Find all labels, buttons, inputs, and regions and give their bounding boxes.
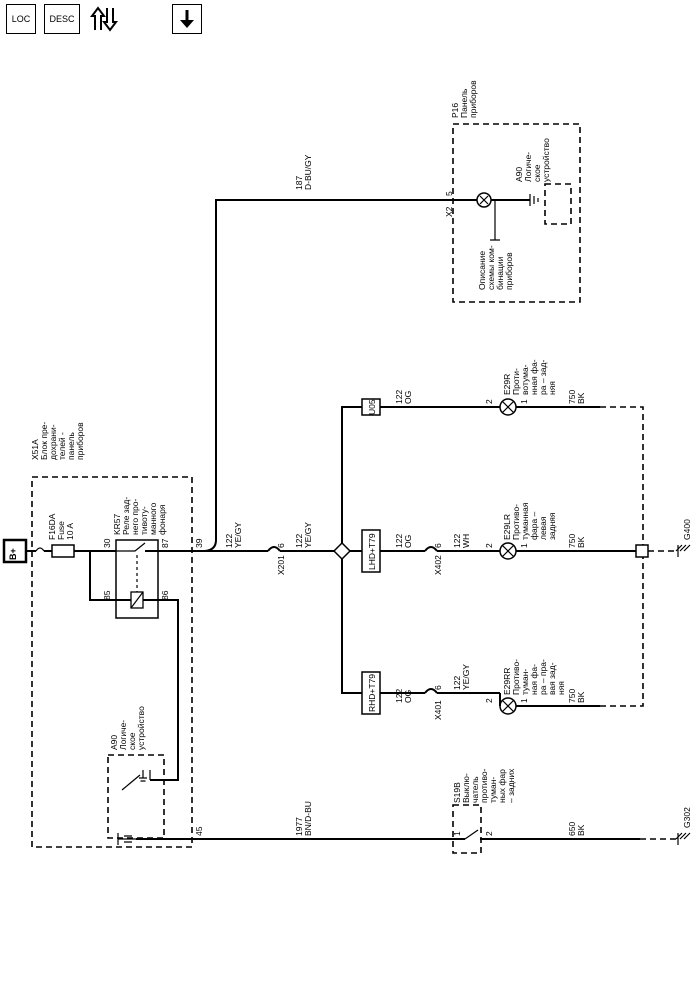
lamp-out-l: 1 <box>519 543 529 548</box>
loc-button[interactable]: LOC <box>6 4 36 34</box>
ground-symbol-a90-right <box>529 194 539 206</box>
splice-diamond <box>332 541 352 561</box>
x401-pin: 6 <box>433 685 443 690</box>
a90-right-outline <box>544 183 572 225</box>
e29lr-label: E29LRПротиво-туманнаяфара –леваязадняя <box>502 502 557 540</box>
desc-ref-label: Описаниесхемы ком-бинацииприборов <box>477 245 514 290</box>
relay-coil-mark <box>130 591 144 609</box>
e29r-label: E29RПроти-вотума-нная фа-ра – зад-няя <box>502 359 557 395</box>
fuse-f16da[interactable] <box>51 544 75 558</box>
ground-return-bottom <box>600 556 644 707</box>
desc-button[interactable]: DESC <box>44 4 80 34</box>
e29rr-label: E29RRПротиво-туман-ная фа-ра – пра-вая з… <box>502 659 566 695</box>
wire-rhd-ye-label: 122YE/GY <box>452 664 471 690</box>
u05-label: U05 <box>367 399 377 415</box>
x2-pin: 5 <box>444 191 454 196</box>
g302-label: G302 <box>682 807 692 828</box>
lhd-label: LHD+T79 <box>367 533 377 570</box>
p16-desc-ref-lead <box>490 200 500 241</box>
fuse-entry-mark <box>35 547 45 552</box>
a90-right-label: A90Логиче-скоеустройство <box>514 138 551 182</box>
x201-label: X201 <box>276 555 286 575</box>
wire-pin85 <box>89 551 131 601</box>
switch-pin2: 2 <box>484 831 494 836</box>
wire-187 <box>204 199 484 552</box>
desc-label: DESC <box>49 14 75 24</box>
wire-u05-label: 122OG <box>394 390 413 404</box>
lamp-e29rr-cross <box>501 699 515 713</box>
x2-label: X2 <box>444 206 454 217</box>
wire-lhd-wh-label: 122WH <box>452 534 471 548</box>
connector-button[interactable] <box>88 4 122 34</box>
wire-750-l-label: 750BK <box>567 534 586 548</box>
wire-122b-label: 122YE/GY <box>294 522 313 548</box>
ground-splice-g400 <box>635 544 649 558</box>
connector-x201[interactable] <box>267 546 281 552</box>
x51a-fuse-block-outline <box>31 476 193 848</box>
pin-30: 30 <box>102 538 112 548</box>
ground-symbol-g302 <box>675 832 691 845</box>
relay-switch-contact <box>116 542 146 552</box>
pin-45: 45 <box>194 826 204 836</box>
ground-symbol-a90-left <box>139 770 147 782</box>
switch-s19b-contact <box>464 829 479 840</box>
x402-label: X402 <box>433 555 443 575</box>
bplus-label: B+ <box>8 548 18 560</box>
lamp-in-rr: 2 <box>484 698 494 703</box>
lamp-out-rr: 1 <box>519 698 529 703</box>
wire-122a-label: 122YE/GY <box>224 522 243 548</box>
indicator-lamp-p16-cross <box>479 195 489 205</box>
lamp-in-r: 2 <box>484 399 494 404</box>
lamp-e29lr[interactable] <box>499 542 517 560</box>
switch-pin1: 1 <box>452 831 462 836</box>
ground-symbol-g400 <box>675 544 691 557</box>
fuse-label: F16DAFuse10 A <box>47 513 75 540</box>
lamp-in-l: 2 <box>484 543 494 548</box>
wire-750-r-label: 750BK <box>567 390 586 404</box>
wire-to-u05 <box>341 406 362 543</box>
rhd-label: RHD+T79 <box>367 674 377 712</box>
wire-pin86 <box>143 599 179 781</box>
a90-left-input <box>117 833 136 845</box>
a90-left-switch <box>121 774 141 791</box>
wire-lhd-og-label: 122OG <box>394 534 413 548</box>
pin-85: 85 <box>102 590 112 600</box>
s19b-switch-outline <box>452 804 482 854</box>
arrow-down-icon <box>180 10 194 28</box>
wire-to-rhd <box>341 559 362 694</box>
wire-750-rr-label: 750BK <box>567 689 586 703</box>
ground-return-top <box>600 406 644 546</box>
pin-39: 39 <box>194 538 204 548</box>
wire-650-label: 650BK <box>567 822 586 836</box>
pin-87: 87 <box>160 538 170 548</box>
lamp-e29lr-cross <box>501 544 515 558</box>
p16-instrument-panel-outline <box>452 123 581 303</box>
lamp-out-r: 1 <box>519 399 529 404</box>
wire-1977-label: 1977BN/D-BU <box>294 801 313 836</box>
pin-86: 86 <box>160 590 170 600</box>
connector-icon <box>90 6 118 32</box>
g400-label: G400 <box>682 519 692 540</box>
relay-label: KR57Реле зад-него про-тивоту-манногофона… <box>112 497 167 535</box>
p16-label: P16Панельприборов <box>450 80 478 118</box>
connector-x401[interactable] <box>424 688 438 694</box>
connector-x402[interactable] <box>424 546 438 552</box>
lamp-e29rr[interactable] <box>499 697 517 715</box>
x402-pin: 6 <box>433 543 443 548</box>
wire-e29rr <box>499 693 600 707</box>
wire-187-label: 187D-BU/GY <box>294 154 313 190</box>
a90-left-outline <box>107 754 165 839</box>
s19b-label: S19BВыклю-чательпротиво-туман-ных фар– з… <box>452 768 516 803</box>
a90-left-label: A90Логиче-скоеустройство <box>109 706 146 750</box>
lamp-e29r-cross <box>501 400 515 414</box>
wire-rhd-og-label: 122OG <box>394 689 413 703</box>
x401-label: X401 <box>433 700 443 720</box>
x51a-label: X51AБлок пре-дохрани-телей -панельприбор… <box>30 422 85 460</box>
x201-pin: 6 <box>276 543 286 548</box>
loc-label: LOC <box>11 14 31 24</box>
down-button[interactable] <box>172 4 202 34</box>
lamp-e29r[interactable] <box>499 398 517 416</box>
